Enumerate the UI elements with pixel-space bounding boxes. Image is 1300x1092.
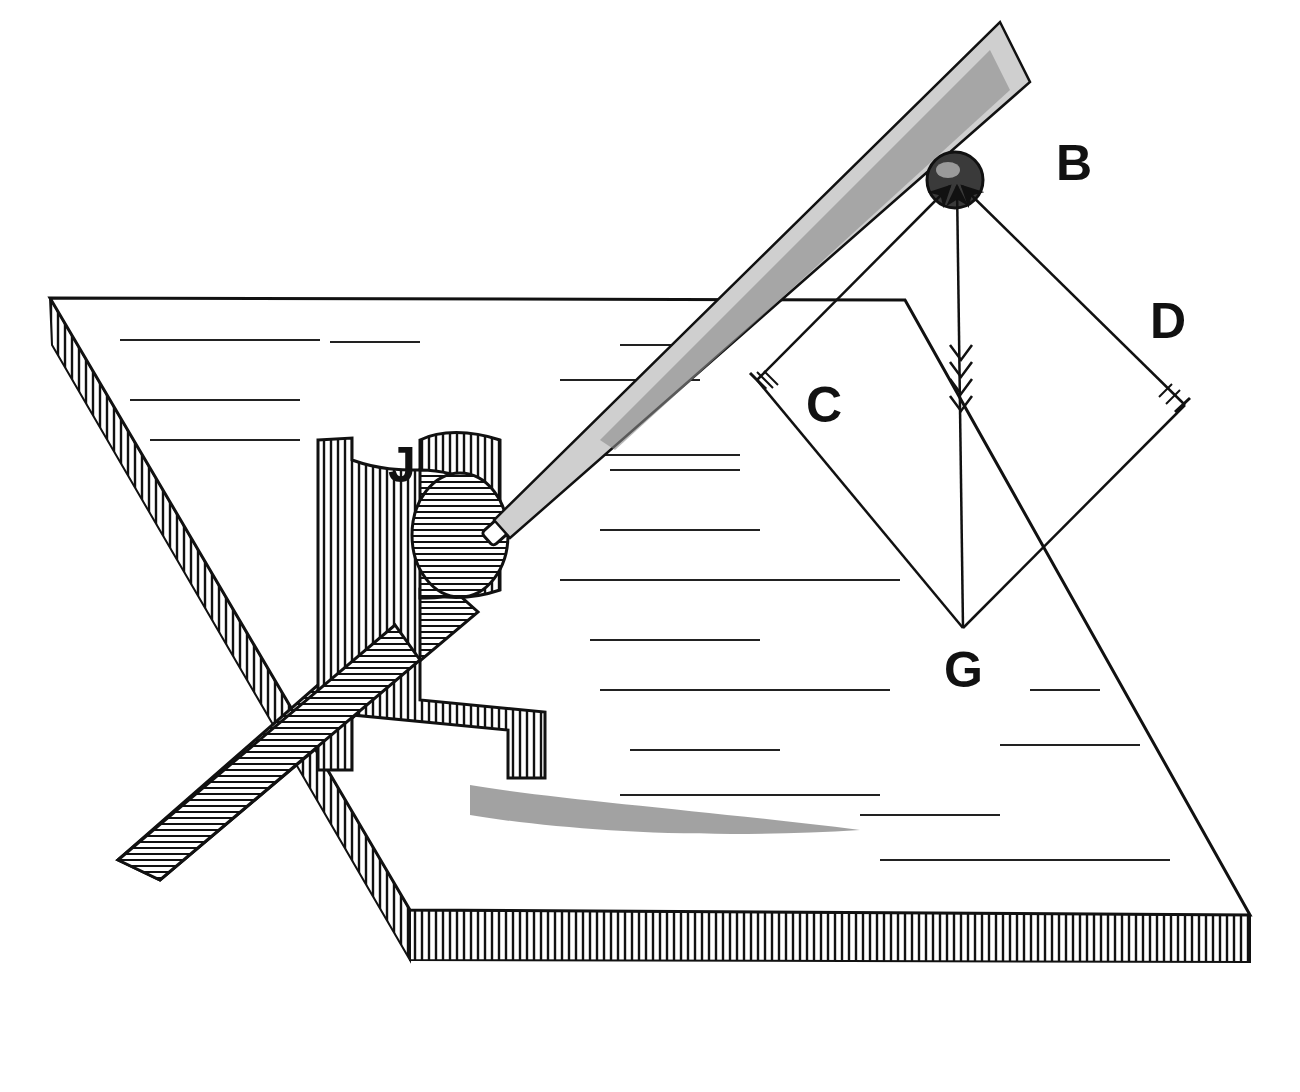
force-letter: C [806,380,842,430]
force-letter: G [944,645,983,695]
joint-letter: J [388,440,416,490]
handle [118,578,478,880]
ball-letter: B [1056,138,1092,188]
force-letter: D [1150,296,1186,346]
force-parallelogram [750,186,1190,628]
joint-block [118,433,545,881]
ball-highlight [936,162,960,178]
lever-rod [481,22,1030,546]
